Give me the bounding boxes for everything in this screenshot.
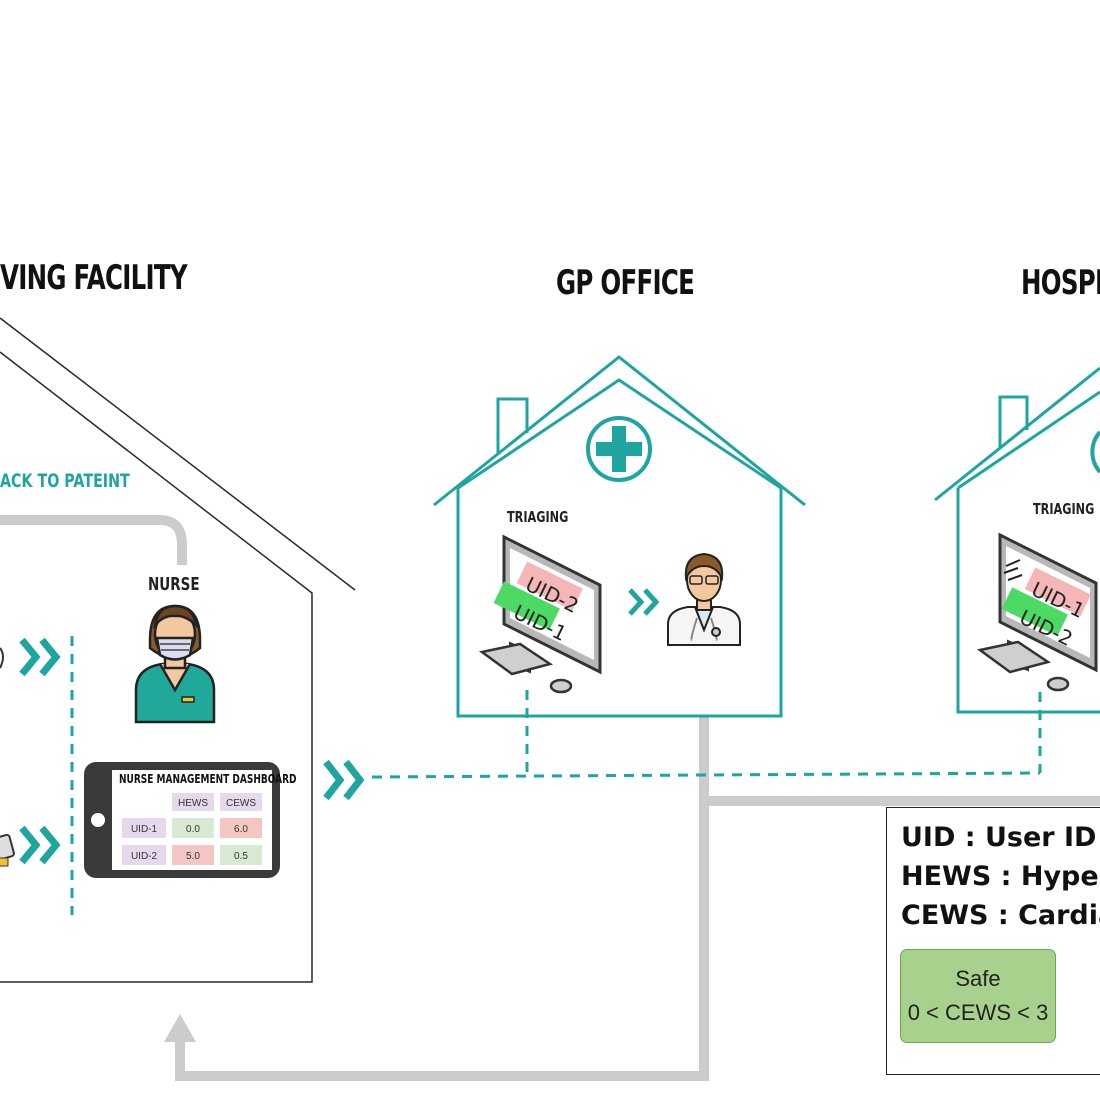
double-chevron-icon [628,588,660,616]
nurse-label: NURSE [148,574,200,595]
dashboard-col-cews: CEWS [226,798,256,809]
dashboard-row-uid: UID-1 [131,824,158,835]
dashboard-title: NURSE MANAGEMENT DASHBOARD [119,772,297,786]
device-icon [0,647,15,867]
gp-triaging-label: TRIAGING [507,508,569,526]
dashboard-row-cews: 0.5 [234,851,248,862]
double-chevron-icon [323,759,365,801]
hospital-building [934,366,1100,714]
gp-office-building [433,355,806,718]
legend-line-uid: UID : User ID [901,822,1097,853]
dashboard-col-hews: HEWS [178,798,208,809]
left-facility-building [0,317,356,983]
header-left-facility: VING FACILITY [0,258,188,298]
safe-title: Safe [955,966,1001,991]
hospital-triaging-label: TRIAGING [1033,500,1095,518]
dashboard-row-hews: 0.0 [186,824,200,835]
queue-tag [1001,567,1092,637]
dashboard-row-hews: 5.0 [186,851,200,862]
dashboard-row-uid: UID-2 [131,851,158,862]
connector-gp-to-left [175,716,709,1081]
safe-status-box: Safe 0 < CEWS < 3 [900,949,1056,1043]
queue-tag [493,561,583,631]
safe-range: 0 < CEWS < 3 [907,1000,1049,1025]
feedback-label: ACK TO PATEINT [0,470,130,492]
return-arrow-head [164,1014,196,1042]
header-gp-office: GP OFFICE [556,263,695,303]
legend-box: UID : User ID HEWS : Hypert CEWS : Cardi… [886,807,1100,1075]
gray-connectors [0,515,1100,1081]
nurse-icon [134,604,216,724]
double-chevron-icon [19,637,61,677]
feedback-arc [0,515,187,565]
dashed-connectors [70,636,1042,915]
dashboard-row-cews: 6.0 [234,824,248,835]
cross-icon [586,416,652,482]
computer-icon [977,532,1098,692]
doctor-icon [667,552,741,646]
legend-line-cews: CEWS : Cardiac [901,900,1100,931]
legend-line-hews: HEWS : Hypert [901,861,1100,892]
double-chevron-icon [19,825,61,865]
tablet-icon [84,762,280,878]
header-hospital: HOSPIT [1021,263,1100,303]
